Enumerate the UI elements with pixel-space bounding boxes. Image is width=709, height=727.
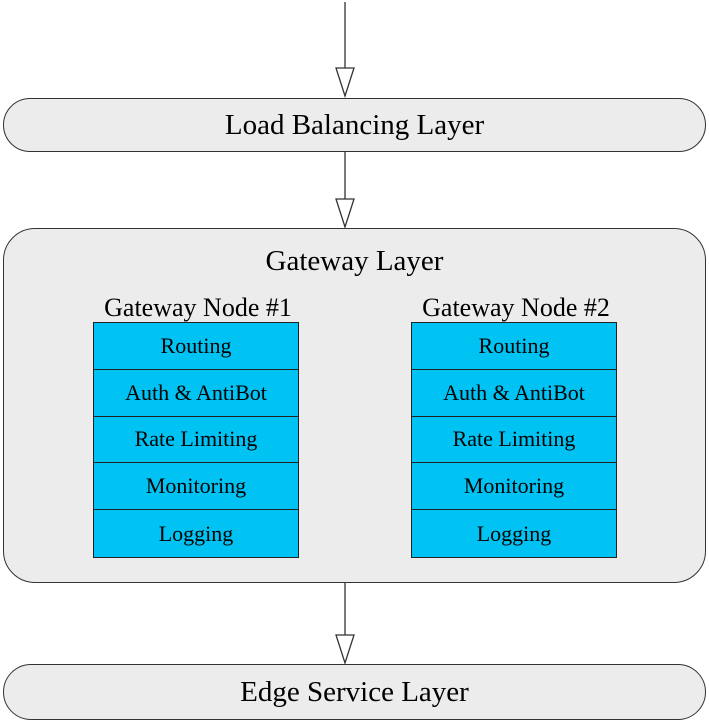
node-1-auth-antibot: Auth & AntiBot xyxy=(94,369,298,417)
node-1-logging: Logging xyxy=(94,510,298,557)
arrow-load-balancing-to-gateway xyxy=(335,152,355,230)
load-balancing-layer: Load Balancing Layer xyxy=(3,98,706,152)
gateway-layer: Gateway Layer Gateway Node #1 Routing Au… xyxy=(3,228,706,583)
gateway-node-1-title: Gateway Node #1 xyxy=(104,293,292,322)
gateway-node-1: Routing Auth & AntiBot Rate Limiting Mon… xyxy=(93,322,299,558)
arrow-gateway-to-edge xyxy=(335,583,355,666)
node-2-monitoring: Monitoring xyxy=(412,463,616,511)
node-1-rate-limiting: Rate Limiting xyxy=(94,416,298,464)
node-1-routing: Routing xyxy=(94,323,298,370)
gateway-node-2-title: Gateway Node #2 xyxy=(422,293,610,322)
node-2-routing: Routing xyxy=(412,323,616,370)
gateway-node-2: Routing Auth & AntiBot Rate Limiting Mon… xyxy=(411,322,617,558)
edge-service-layer-label: Edge Service Layer xyxy=(240,675,469,708)
node-1-monitoring: Monitoring xyxy=(94,463,298,511)
load-balancing-layer-label: Load Balancing Layer xyxy=(224,108,485,141)
node-2-logging: Logging xyxy=(412,510,616,557)
arrow-into-load-balancing xyxy=(335,2,355,99)
edge-service-layer: Edge Service Layer xyxy=(3,664,706,720)
node-2-auth-antibot: Auth & AntiBot xyxy=(412,369,616,417)
node-2-rate-limiting: Rate Limiting xyxy=(412,416,616,464)
gateway-layer-label: Gateway Layer xyxy=(265,245,444,277)
